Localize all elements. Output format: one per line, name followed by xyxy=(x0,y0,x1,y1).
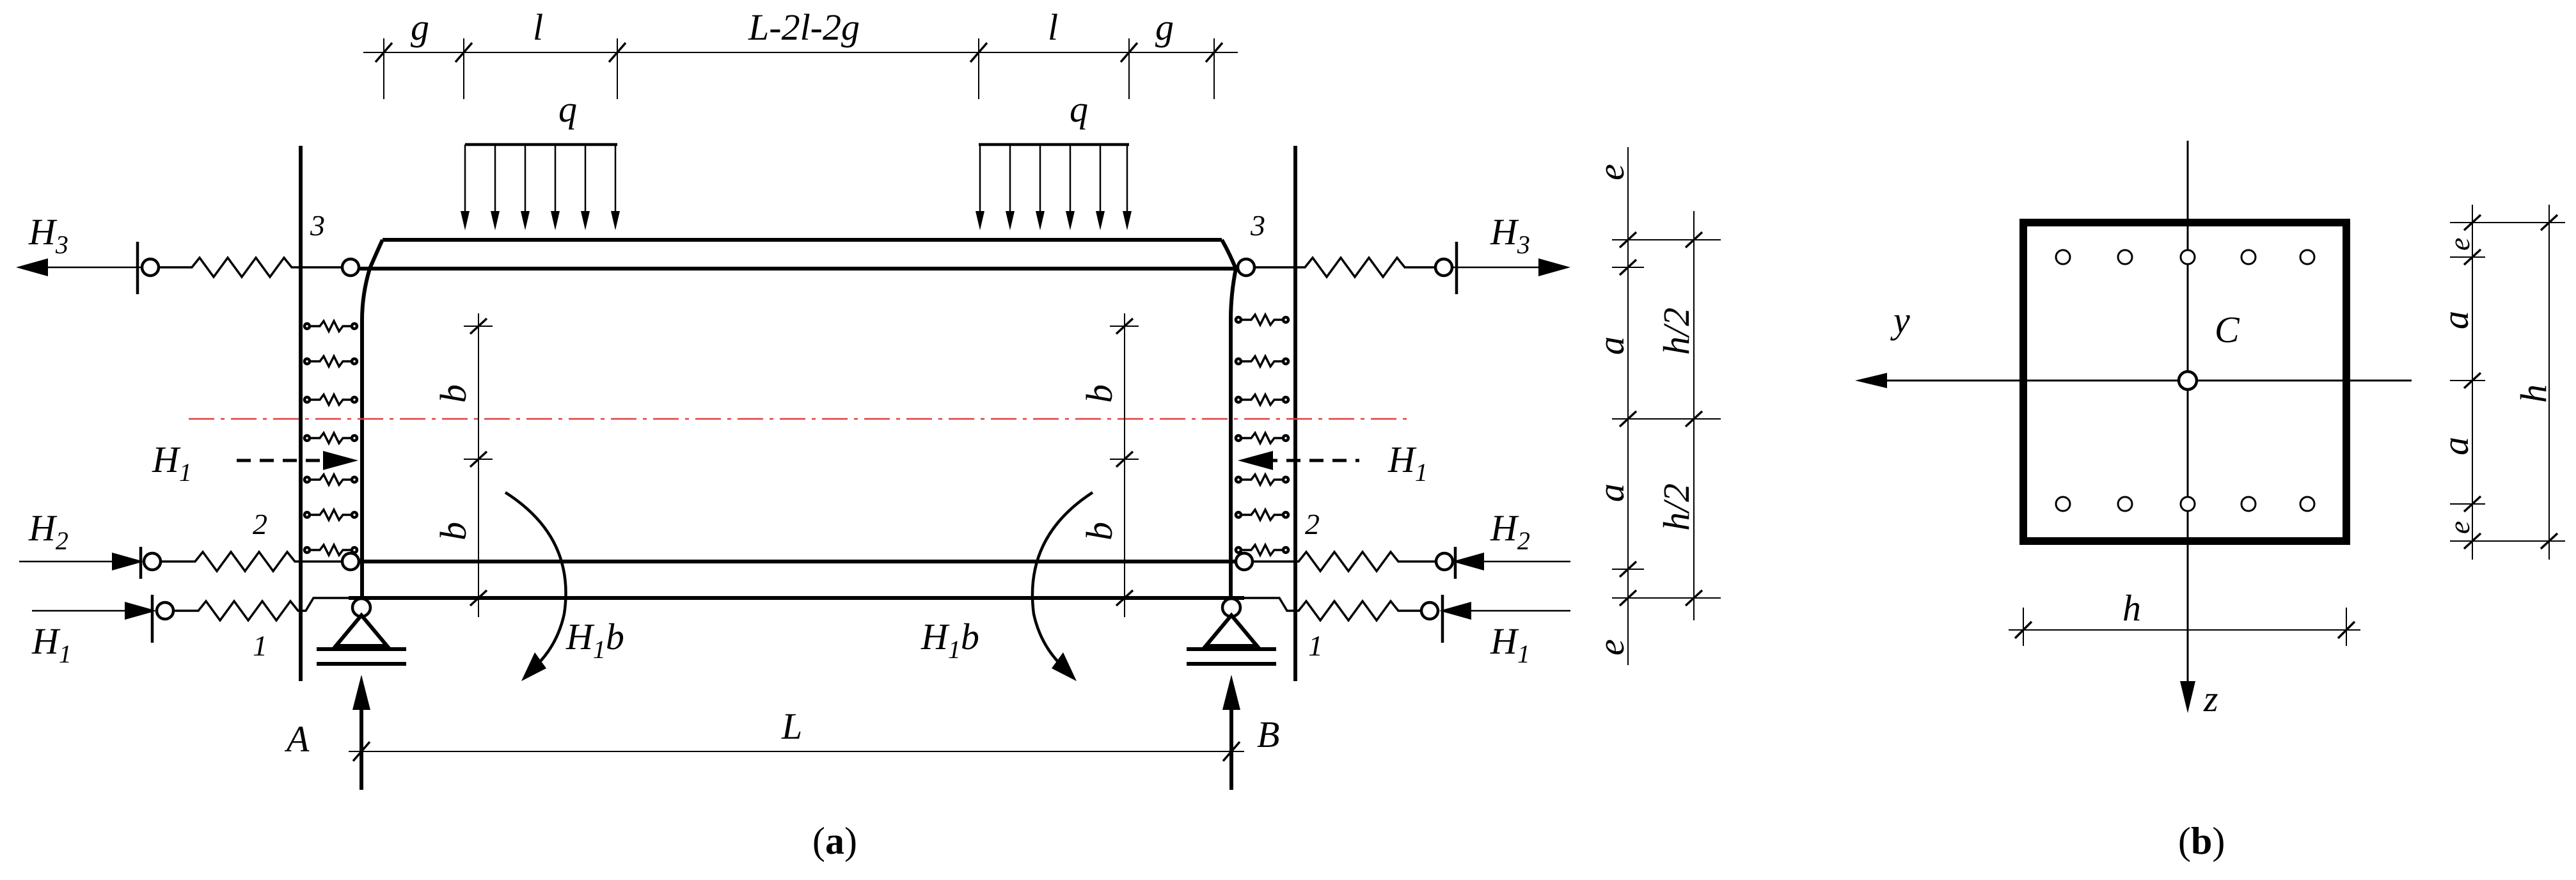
z-axis-label: z xyxy=(2203,678,2218,719)
panel-b: y z C h xyxy=(1855,141,2565,862)
h1-mid-left-label: H1 xyxy=(152,439,192,487)
panel-a: g l L-2l-2g l g q q xyxy=(16,6,1721,862)
level-1-right: 1 xyxy=(1308,629,1323,662)
z-axis-arrow xyxy=(2180,681,2195,713)
level-2-right: 2 xyxy=(1305,508,1320,540)
cross-section xyxy=(2019,219,2350,545)
h3-right-label: H3 xyxy=(1490,211,1530,259)
level-3-right: 3 xyxy=(1250,209,1265,242)
dim-b-right-top: b xyxy=(1079,384,1120,403)
span-dimension: L xyxy=(349,705,1244,762)
dim-e-bot-a: e xyxy=(1590,639,1632,656)
dim-a-bot-a: a xyxy=(1590,483,1632,502)
support-a-label: A xyxy=(284,718,310,760)
dim-e-top-a: e xyxy=(1590,164,1632,180)
centroid xyxy=(2177,370,2199,391)
level-3-left: 3 xyxy=(310,209,325,242)
h3-left-connection: H3 3 xyxy=(16,209,361,294)
h1-right-label: H1 xyxy=(1490,620,1530,668)
dim-a-bot-b: a xyxy=(2435,437,2476,455)
inner-dim-left: b b xyxy=(432,313,493,617)
right-dim-chain-panel-a: e a a e h/2 h/2 xyxy=(1590,147,1721,665)
caption-a: (a) xyxy=(812,820,857,862)
dim-a-top-b: a xyxy=(2435,311,2476,329)
distributed-load-left: q xyxy=(461,88,620,230)
moment-right-label: H1b xyxy=(921,616,979,664)
h2-left-label: H2 xyxy=(28,507,68,555)
y-axis-label: y xyxy=(1890,299,1910,341)
dim-l-left: l xyxy=(533,6,543,48)
rebars-bottom xyxy=(2055,496,2316,512)
h1-right-connection: H1 1 xyxy=(1244,595,1570,668)
h1-mid-left-force: H1 xyxy=(152,439,358,487)
beam xyxy=(189,238,1410,600)
dim-g-left: g xyxy=(411,6,429,48)
inner-dim-right: b b xyxy=(1079,313,1139,617)
load-label-q-left: q xyxy=(558,88,577,130)
y-axis-arrow xyxy=(1855,373,1887,388)
dim-middle: L-2l-2g xyxy=(748,6,860,48)
level-1-left: 1 xyxy=(253,629,267,662)
h1-mid-right-force: H1 xyxy=(1238,439,1428,487)
h1-mid-right-label: H1 xyxy=(1387,439,1428,487)
span-label: L xyxy=(781,705,802,747)
dim-l-right: l xyxy=(1048,6,1058,48)
support-a: A xyxy=(284,597,406,790)
moment-left: H1b xyxy=(504,491,624,681)
support-b: B xyxy=(1187,597,1279,790)
rebars-top xyxy=(2055,249,2316,265)
support-b-label: B xyxy=(1257,714,1279,755)
right-interface-springs xyxy=(1234,312,1290,558)
distributed-load-right: q xyxy=(976,88,1132,230)
moment-right: H1b xyxy=(921,491,1094,681)
caption-b: (b) xyxy=(2178,820,2225,862)
level-2-left: 2 xyxy=(253,508,267,540)
width-dimension-b: h xyxy=(2009,587,2360,646)
dim-h-b: h xyxy=(2513,384,2554,403)
h2-right-connection: H2 2 xyxy=(1234,507,1570,579)
dim-e-top-b: e xyxy=(2443,238,2476,251)
h3-right-connection: H3 3 xyxy=(1236,209,1570,294)
h3-left-label: H3 xyxy=(28,211,68,259)
right-dim-chain-panel-b: e a a e h xyxy=(2435,205,2565,560)
width-dim-label: h xyxy=(2122,587,2141,629)
top-dimension-chain: g l L-2l-2g l g xyxy=(363,6,1238,99)
dim-b-left-top: b xyxy=(432,384,474,403)
h1-left-connection: H1 1 xyxy=(31,595,349,668)
centroid-label: C xyxy=(2215,309,2240,350)
dim-h2-bot-a: h/2 xyxy=(1655,483,1697,531)
dim-b-left-bottom: b xyxy=(432,522,474,540)
dim-e-bot-b: e xyxy=(2443,521,2476,534)
left-interface-springs xyxy=(303,318,359,558)
h2-left-connection: H2 2 xyxy=(19,507,361,579)
h2-right-label: H2 xyxy=(1490,507,1530,555)
dim-a-top-a: a xyxy=(1590,336,1632,355)
moment-left-label: H1b xyxy=(565,616,624,664)
load-label-q-right: q xyxy=(1070,88,1088,130)
dim-h2-top-a: h/2 xyxy=(1655,308,1697,355)
dim-g-right: g xyxy=(1155,6,1174,48)
h1-left-label: H1 xyxy=(31,620,72,668)
dim-b-right-bottom: b xyxy=(1079,522,1120,540)
